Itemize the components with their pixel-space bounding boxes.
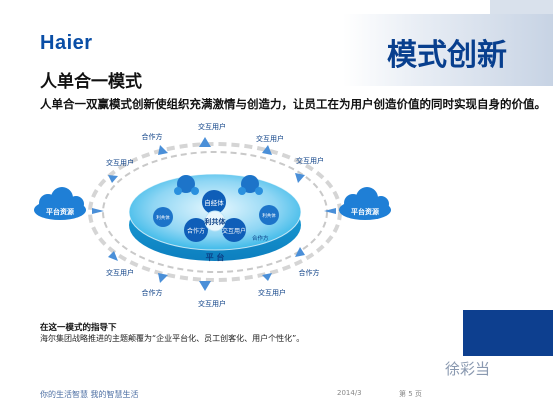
page-subheading: 人单合一双赢模式创新使组织充满激情与创造力，让员工在为用户创造价值的同时实现自身… <box>40 97 546 111</box>
guide-text: 海尔集团战略推进的主题颠覆为“企业平台化、员工创客化、用户个性化”。 <box>40 334 305 343</box>
node-cluster-right <box>259 205 279 225</box>
resources-label-right: 平台资源 <box>351 207 379 216</box>
cloud-icon-left <box>34 187 86 220</box>
self-operated-label: 自经体 <box>204 198 224 207</box>
haier-logo: Haier <box>40 32 93 54</box>
page-heading: 人单合一模式 <box>40 72 142 92</box>
cloud-icon-right <box>339 187 391 220</box>
inward-arrows <box>108 137 305 291</box>
outer-label-bottom-left-partner: 合作方 <box>142 288 163 297</box>
footer-date: 2014/3 <box>337 389 362 397</box>
top-accent-bar <box>490 0 553 14</box>
node-cluster-top-right <box>238 175 263 195</box>
footer-page-number: 第 5 页 <box>399 390 422 398</box>
outer-label-bottom: 交互用户 <box>198 299 226 308</box>
outer-label-left-bottom: 交互用户 <box>106 268 134 277</box>
node-cluster-left <box>153 207 173 227</box>
outer-label-bottom-right: 交互用户 <box>258 288 286 297</box>
outer-label-top-left-partner: 合作方 <box>142 132 163 141</box>
partner-label-left: 合作方 <box>187 227 205 235</box>
platform-label: 平 台 <box>206 252 225 262</box>
partner-label-right: 合作方 <box>252 234 269 242</box>
node-cluster-top-left <box>174 175 199 195</box>
watermark: 徐彩当 <box>445 360 491 378</box>
outer-label-right-top: 交互用户 <box>296 156 324 165</box>
footer-slogan: 你的生活智慧 我的智慧生活 <box>40 390 139 399</box>
small-shared-label-right: 利共体 <box>262 212 276 219</box>
outer-label-top: 交互用户 <box>198 122 226 131</box>
business-model-diagram: 平 台 自经体 利共体 合作方 交互用户 利共体 利共体 合作方 交互用户 合作 <box>34 122 391 308</box>
arrow-left-icon <box>324 208 336 214</box>
small-shared-label-left: 利共体 <box>156 214 170 221</box>
slide-title: 模式创新 <box>387 38 507 73</box>
guide-title: 在这一模式的指导下 <box>40 323 117 333</box>
title-band <box>343 14 553 86</box>
interact-user-node <box>222 218 246 242</box>
outer-label-right-bottom: 合作方 <box>299 268 320 277</box>
resources-label-left: 平台资源 <box>46 207 74 216</box>
management-innovation-bar <box>463 310 553 356</box>
outer-label-left-top: 交互用户 <box>106 158 134 167</box>
partner-node-left <box>184 218 208 242</box>
self-operated-node <box>202 190 226 214</box>
arrow-right-icon <box>92 208 104 214</box>
shared-label: 利共体 <box>205 217 227 226</box>
interact-user-label: 交互用户 <box>222 227 246 235</box>
outer-label-top-right: 交互用户 <box>256 134 284 143</box>
shared-node <box>204 210 226 232</box>
